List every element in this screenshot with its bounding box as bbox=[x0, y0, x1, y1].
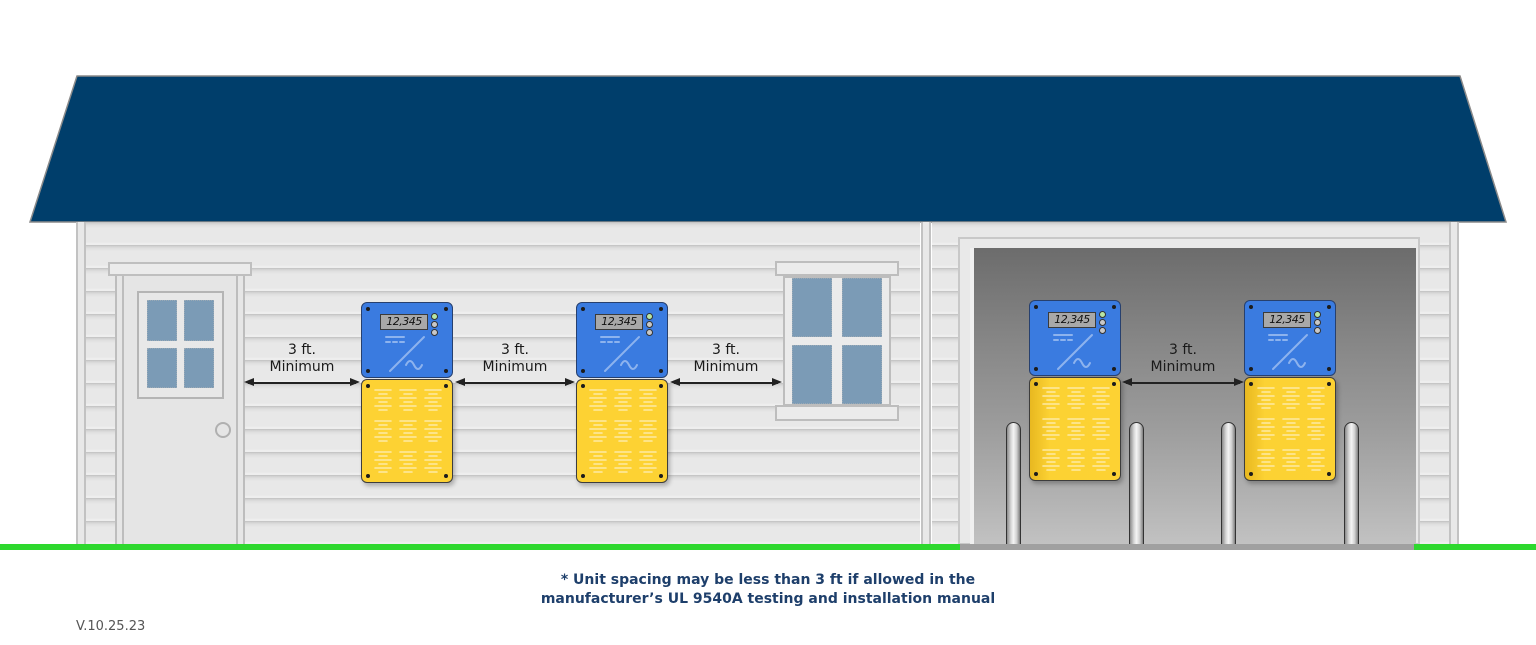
inverter: 12,345 bbox=[361, 302, 453, 378]
vent-slots-icon bbox=[1042, 387, 1110, 471]
arrow-left-icon bbox=[455, 378, 465, 386]
clearance-measurement-4: 3 ft. Minimum bbox=[1122, 342, 1244, 390]
arrow-right-icon bbox=[772, 378, 782, 386]
door-window-pane bbox=[147, 348, 177, 388]
dc-ac-symbol-icon bbox=[600, 336, 640, 372]
battery-module bbox=[1244, 377, 1336, 481]
door-header bbox=[108, 262, 252, 276]
window-header bbox=[775, 261, 899, 276]
clearance-measurement-1: 3 ft. Minimum bbox=[244, 342, 360, 390]
corner-trim-left bbox=[76, 222, 86, 545]
inverter: 12,345 bbox=[576, 302, 668, 378]
bollard bbox=[1006, 422, 1021, 544]
bollard bbox=[1129, 422, 1144, 544]
ground-line bbox=[0, 544, 960, 550]
lcd-display: 12,345 bbox=[1048, 312, 1096, 328]
dc-ac-symbol-icon bbox=[1268, 334, 1308, 370]
window-pane bbox=[842, 278, 882, 337]
door-window-pane bbox=[147, 300, 177, 341]
arrow-right-icon bbox=[1234, 378, 1244, 386]
measurement-label: 3 ft. Minimum bbox=[482, 342, 548, 375]
lcd-display: 12,345 bbox=[595, 314, 643, 330]
arrow-left-icon bbox=[244, 378, 254, 386]
dc-ac-symbol-icon bbox=[1053, 334, 1093, 370]
spacing-footnote: * Unit spacing may be less than 3 ft if … bbox=[540, 572, 996, 607]
corner-trim-middle bbox=[921, 222, 931, 545]
measurement-label: 3 ft. Minimum bbox=[1150, 342, 1216, 375]
measurement-label: 3 ft. Minimum bbox=[693, 342, 759, 375]
lcd-display: 12,345 bbox=[380, 314, 428, 330]
status-leds-icon bbox=[1314, 311, 1321, 335]
vent-slots-icon bbox=[589, 389, 657, 473]
clearance-measurement-2: 3 ft. Minimum bbox=[455, 342, 575, 390]
door-window-pane bbox=[184, 348, 214, 388]
inverter: 12,345 bbox=[1029, 300, 1121, 376]
window-pane bbox=[842, 345, 882, 404]
roof bbox=[28, 75, 1508, 223]
status-leds-icon bbox=[646, 313, 653, 337]
bollard bbox=[1344, 422, 1359, 544]
clearance-measurement-3: 3 ft. Minimum bbox=[670, 342, 782, 390]
battery-module bbox=[361, 379, 453, 483]
battery-module bbox=[1029, 377, 1121, 481]
vent-slots-icon bbox=[1257, 387, 1325, 471]
inverter: 12,345 bbox=[1244, 300, 1336, 376]
status-leds-icon bbox=[431, 313, 438, 337]
dimension-line bbox=[459, 382, 571, 384]
house-window bbox=[783, 276, 891, 406]
door-knob-icon bbox=[215, 422, 231, 438]
door-window bbox=[137, 291, 224, 399]
window-pane bbox=[792, 345, 832, 404]
arrow-left-icon bbox=[670, 378, 680, 386]
dc-ac-symbol-icon bbox=[385, 336, 425, 372]
window-pane bbox=[792, 278, 832, 337]
arrow-right-icon bbox=[350, 378, 360, 386]
measurement-label: 3 ft. Minimum bbox=[269, 342, 335, 375]
garage-floor bbox=[960, 544, 1414, 550]
arrow-left-icon bbox=[1122, 378, 1132, 386]
window-sill bbox=[775, 405, 899, 421]
bollard bbox=[1221, 422, 1236, 544]
door-window-pane bbox=[184, 300, 214, 341]
battery-module bbox=[576, 379, 668, 483]
arrow-right-icon bbox=[565, 378, 575, 386]
corner-trim-right bbox=[1449, 222, 1459, 545]
ground-line bbox=[1414, 544, 1536, 550]
version-label: V.10.25.23 bbox=[76, 619, 146, 634]
vent-slots-icon bbox=[374, 389, 442, 473]
status-leds-icon bbox=[1099, 311, 1106, 335]
dimension-line bbox=[674, 382, 778, 384]
dimension-line bbox=[248, 382, 356, 384]
dimension-line bbox=[1126, 382, 1240, 384]
lcd-display: 12,345 bbox=[1263, 312, 1311, 328]
